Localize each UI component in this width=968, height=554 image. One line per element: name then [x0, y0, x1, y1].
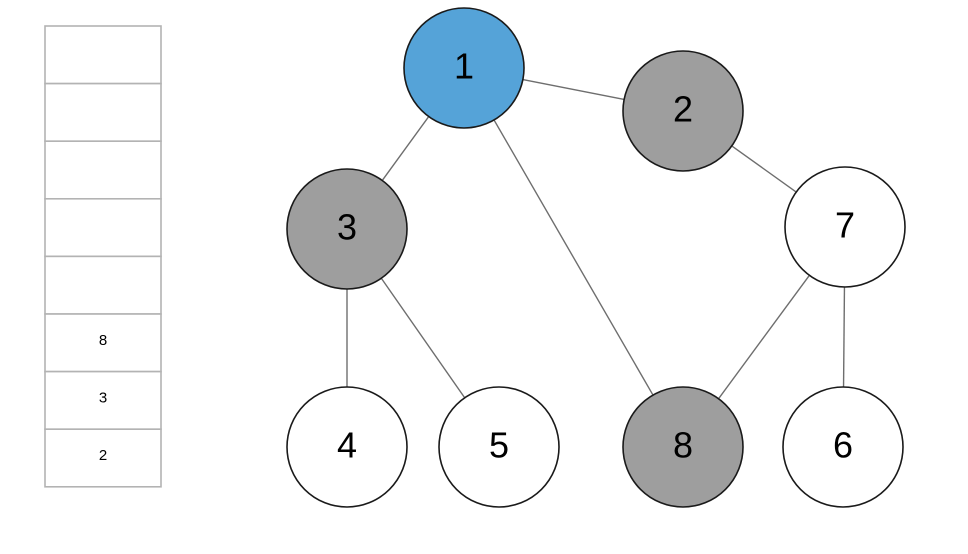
graph-node-label: 5 — [489, 425, 509, 466]
graph-node-3[interactable]: 3 — [286, 168, 408, 290]
graph-node-circle — [286, 168, 408, 290]
graph-edge — [381, 116, 430, 181]
graph-edge — [380, 277, 466, 399]
graph-node-label: 6 — [833, 425, 853, 466]
stack-cell[interactable]: 3 — [44, 370, 162, 431]
graph-node-label: 8 — [673, 425, 693, 466]
graph-node-label: 7 — [835, 205, 855, 246]
stack-cell-box — [44, 255, 162, 315]
stack-cell[interactable] — [44, 198, 162, 258]
graph-node-label: 4 — [337, 425, 357, 466]
stack-cell[interactable]: 8 — [44, 313, 162, 373]
graph-node-5[interactable]: 5 — [438, 386, 560, 508]
graph-edge — [522, 78, 625, 101]
graph-node-circle — [784, 166, 906, 288]
graph-edges — [346, 78, 846, 400]
stack-cell-box — [44, 25, 162, 85]
graph-node-circle — [782, 386, 904, 508]
graph-node-8[interactable]: 8 — [622, 386, 744, 508]
graph-node-circle — [438, 386, 560, 508]
graph-node-label: 3 — [337, 207, 357, 248]
stack-cell[interactable] — [44, 82, 162, 142]
graph-node-circle — [286, 386, 408, 508]
stack-cell-value: 2 — [99, 447, 107, 464]
graph-node-4[interactable]: 4 — [286, 386, 408, 508]
stack-cell[interactable] — [44, 140, 162, 200]
graph-edge — [842, 286, 846, 388]
graph-node-6[interactable]: 6 — [782, 386, 904, 508]
stack-cell-value: 8 — [99, 332, 107, 349]
stack-cell-box — [44, 313, 162, 373]
stack-panel: 8 3 2 — [44, 25, 162, 488]
graph-nodes: 1 2 3 7 4 5 8 6 — [286, 7, 906, 508]
graph-node-7[interactable]: 7 — [784, 166, 906, 288]
stack-cell[interactable]: 2 — [44, 428, 162, 488]
stack-cell[interactable] — [44, 25, 162, 85]
stack-cell-box — [44, 198, 162, 258]
graph-node-1[interactable]: 1 — [403, 7, 525, 129]
stack-cell-box — [44, 140, 162, 200]
graph-edge — [493, 119, 654, 396]
graph-node-circle — [622, 386, 744, 508]
graph-node-circle — [622, 50, 744, 172]
graph-node-label: 2 — [673, 89, 693, 130]
stack-cell-box — [44, 428, 162, 488]
stack-cell[interactable] — [44, 255, 162, 315]
graph-node-2[interactable]: 2 — [622, 50, 744, 172]
stack-cell-box — [44, 82, 162, 142]
stack-cell-value: 3 — [99, 389, 107, 406]
graph-node-circle — [403, 7, 525, 129]
graph-edge — [718, 274, 810, 400]
graph-edge — [731, 145, 797, 193]
stack-cell-box — [44, 370, 162, 431]
graph-node-label: 1 — [454, 46, 474, 87]
